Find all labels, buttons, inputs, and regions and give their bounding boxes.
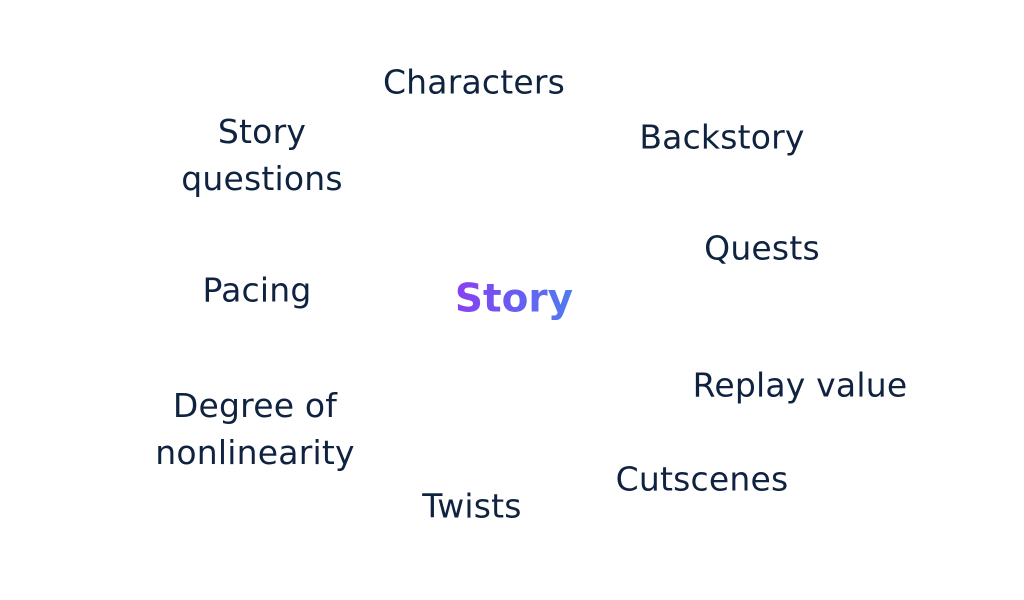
term-degree-line2: nonlinearity xyxy=(155,433,355,472)
central-concept-story: Story xyxy=(454,276,574,322)
term-story-questions-line1: Story xyxy=(217,112,307,151)
term-story-questions: Story questions xyxy=(181,108,343,202)
term-degree-line1: Degree of xyxy=(172,386,338,425)
term-replay-value: Replay value xyxy=(692,365,908,405)
term-backstory: Backstory xyxy=(639,117,805,157)
term-story-questions-line2: questions xyxy=(181,159,343,198)
term-pacing: Pacing xyxy=(202,270,312,310)
term-characters: Characters xyxy=(382,62,566,102)
term-cutscenes: Cutscenes xyxy=(615,459,789,499)
term-quests: Quests xyxy=(704,228,820,268)
term-degree-of-nonlinearity: Degree of nonlinearity xyxy=(155,382,354,476)
term-twists: Twists xyxy=(422,486,522,526)
